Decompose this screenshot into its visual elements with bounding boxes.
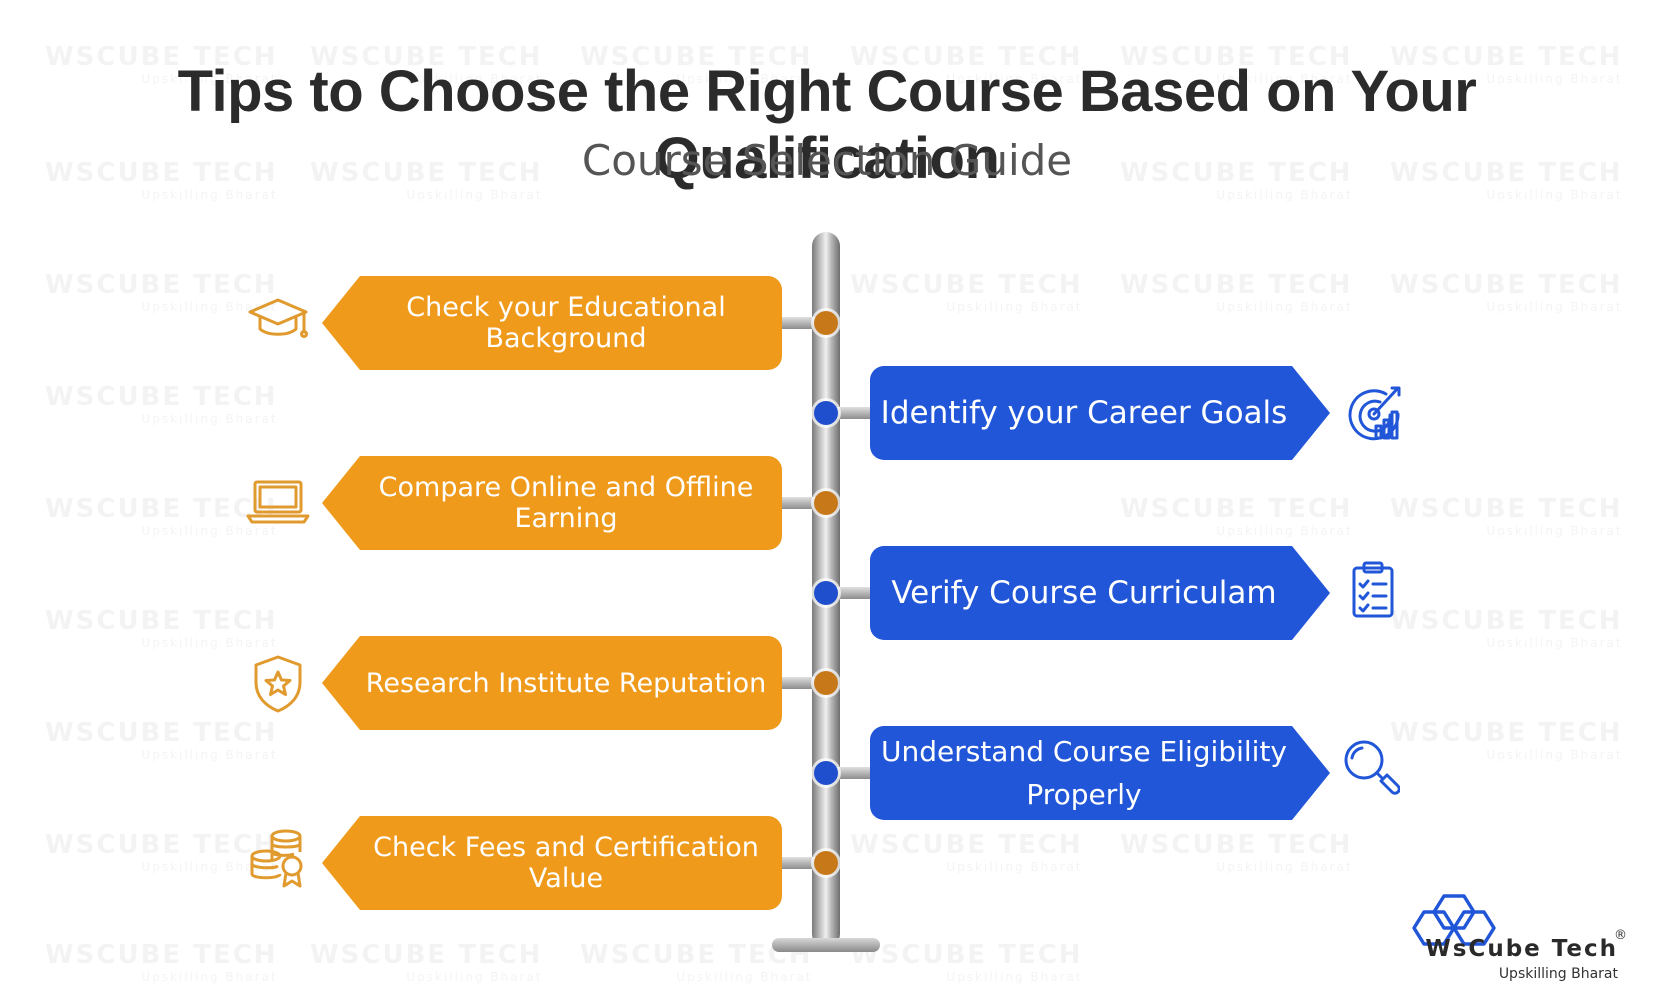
pole-dot (814, 581, 838, 605)
connector (782, 677, 818, 689)
connector (834, 767, 872, 779)
watermark: WSCUBE TECHUpskilling Bharat (1390, 270, 1623, 314)
brand-name: WsCube Tech (1425, 936, 1618, 962)
watermark: WSCUBE TECHUpskilling Bharat (310, 940, 543, 984)
sign-label: Verify Course Curriculam (891, 575, 1277, 611)
graduation-cap-icon (248, 298, 308, 338)
watermark: WSCUBE TECHUpskilling Bharat (850, 830, 1083, 874)
laptop-icon (246, 480, 310, 524)
watermark: WSCUBE TECHUpskilling Bharat (1120, 830, 1353, 874)
sign-label-line1: Understand Course Eligibility (880, 735, 1287, 768)
watermark: WSCUBE TECHUpskilling Bharat (45, 940, 278, 984)
connector (782, 317, 818, 329)
sign-institute-reputation: Research Institute Reputation (322, 636, 782, 730)
sign-label: Check Fees and Certification Value (373, 832, 759, 894)
connector (782, 497, 818, 509)
watermark: WSCUBE TECHUpskilling Bharat (45, 382, 278, 426)
target-chart-icon (1348, 386, 1401, 441)
watermark: WSCUBE TECHUpskilling Bharat (850, 940, 1083, 984)
watermark: WSCUBE TECHUpskilling Bharat (45, 830, 278, 874)
registered-mark: ® (1614, 928, 1627, 943)
sign-educational-background: Check your Educational Background (322, 276, 782, 370)
sign-course-eligibility: Understand Course Eligibility Properly (870, 726, 1330, 820)
connector (834, 587, 872, 599)
brand-tagline: Upskilling Bharat (1498, 966, 1618, 982)
watermark: WSCUBE TECHUpskilling Bharat (1120, 270, 1353, 314)
sign-label: Identify your Career Goals (880, 395, 1288, 431)
coins-certificate-icon (250, 829, 303, 888)
page-subtitle: Course Selection Guide (581, 136, 1073, 185)
brand-logo-icon (1412, 894, 1496, 946)
watermark: WSCUBE TECHUpskilling Bharat (45, 606, 278, 650)
sign-compare-online-offline: Compare Online and Offline Earning (322, 456, 782, 550)
magnifier-icon (1344, 740, 1400, 795)
watermark: WSCUBE TECHUpskilling Bharat (1120, 494, 1353, 538)
pole-dot (814, 491, 838, 515)
watermark: WSCUBE TECHUpskilling Bharat (850, 270, 1083, 314)
checklist-clipboard-icon (1352, 561, 1394, 618)
watermark: WSCUBE TECHUpskilling Bharat (1390, 606, 1623, 650)
connector (782, 857, 818, 869)
sign-label: Check your Educational Background (406, 292, 726, 354)
watermark: WSCUBE TECHUpskilling Bharat (1390, 494, 1623, 538)
sign-label-line2: Properly (1026, 778, 1142, 811)
sign-label: Research Institute Reputation (365, 667, 767, 699)
sign-career-goals: Identify your Career Goals (870, 366, 1330, 460)
pole-dot (814, 401, 838, 425)
pole-dot (814, 761, 838, 785)
pole-dot (814, 311, 838, 335)
signpost-base (772, 938, 880, 952)
connector (834, 407, 872, 419)
shield-star-icon (254, 655, 302, 713)
page-title: Tips to Choose the Right Course Based on… (177, 59, 1477, 191)
pole-dot (814, 851, 838, 875)
watermark: WSCUBE TECHUpskilling Bharat (45, 718, 278, 762)
watermark: WSCUBE TECHUpskilling Bharat (1390, 718, 1623, 762)
watermark: WSCUBE TECHUpskilling Bharat (45, 494, 278, 538)
pole-dot (814, 671, 838, 695)
watermark: WSCUBE TECHUpskilling Bharat (45, 270, 278, 314)
sign-course-curriculum: Verify Course Curriculam (870, 546, 1330, 640)
sign-fees-certification: Check Fees and Certification Value (322, 816, 782, 910)
sign-label: Compare Online and Offline Earning (378, 472, 754, 534)
